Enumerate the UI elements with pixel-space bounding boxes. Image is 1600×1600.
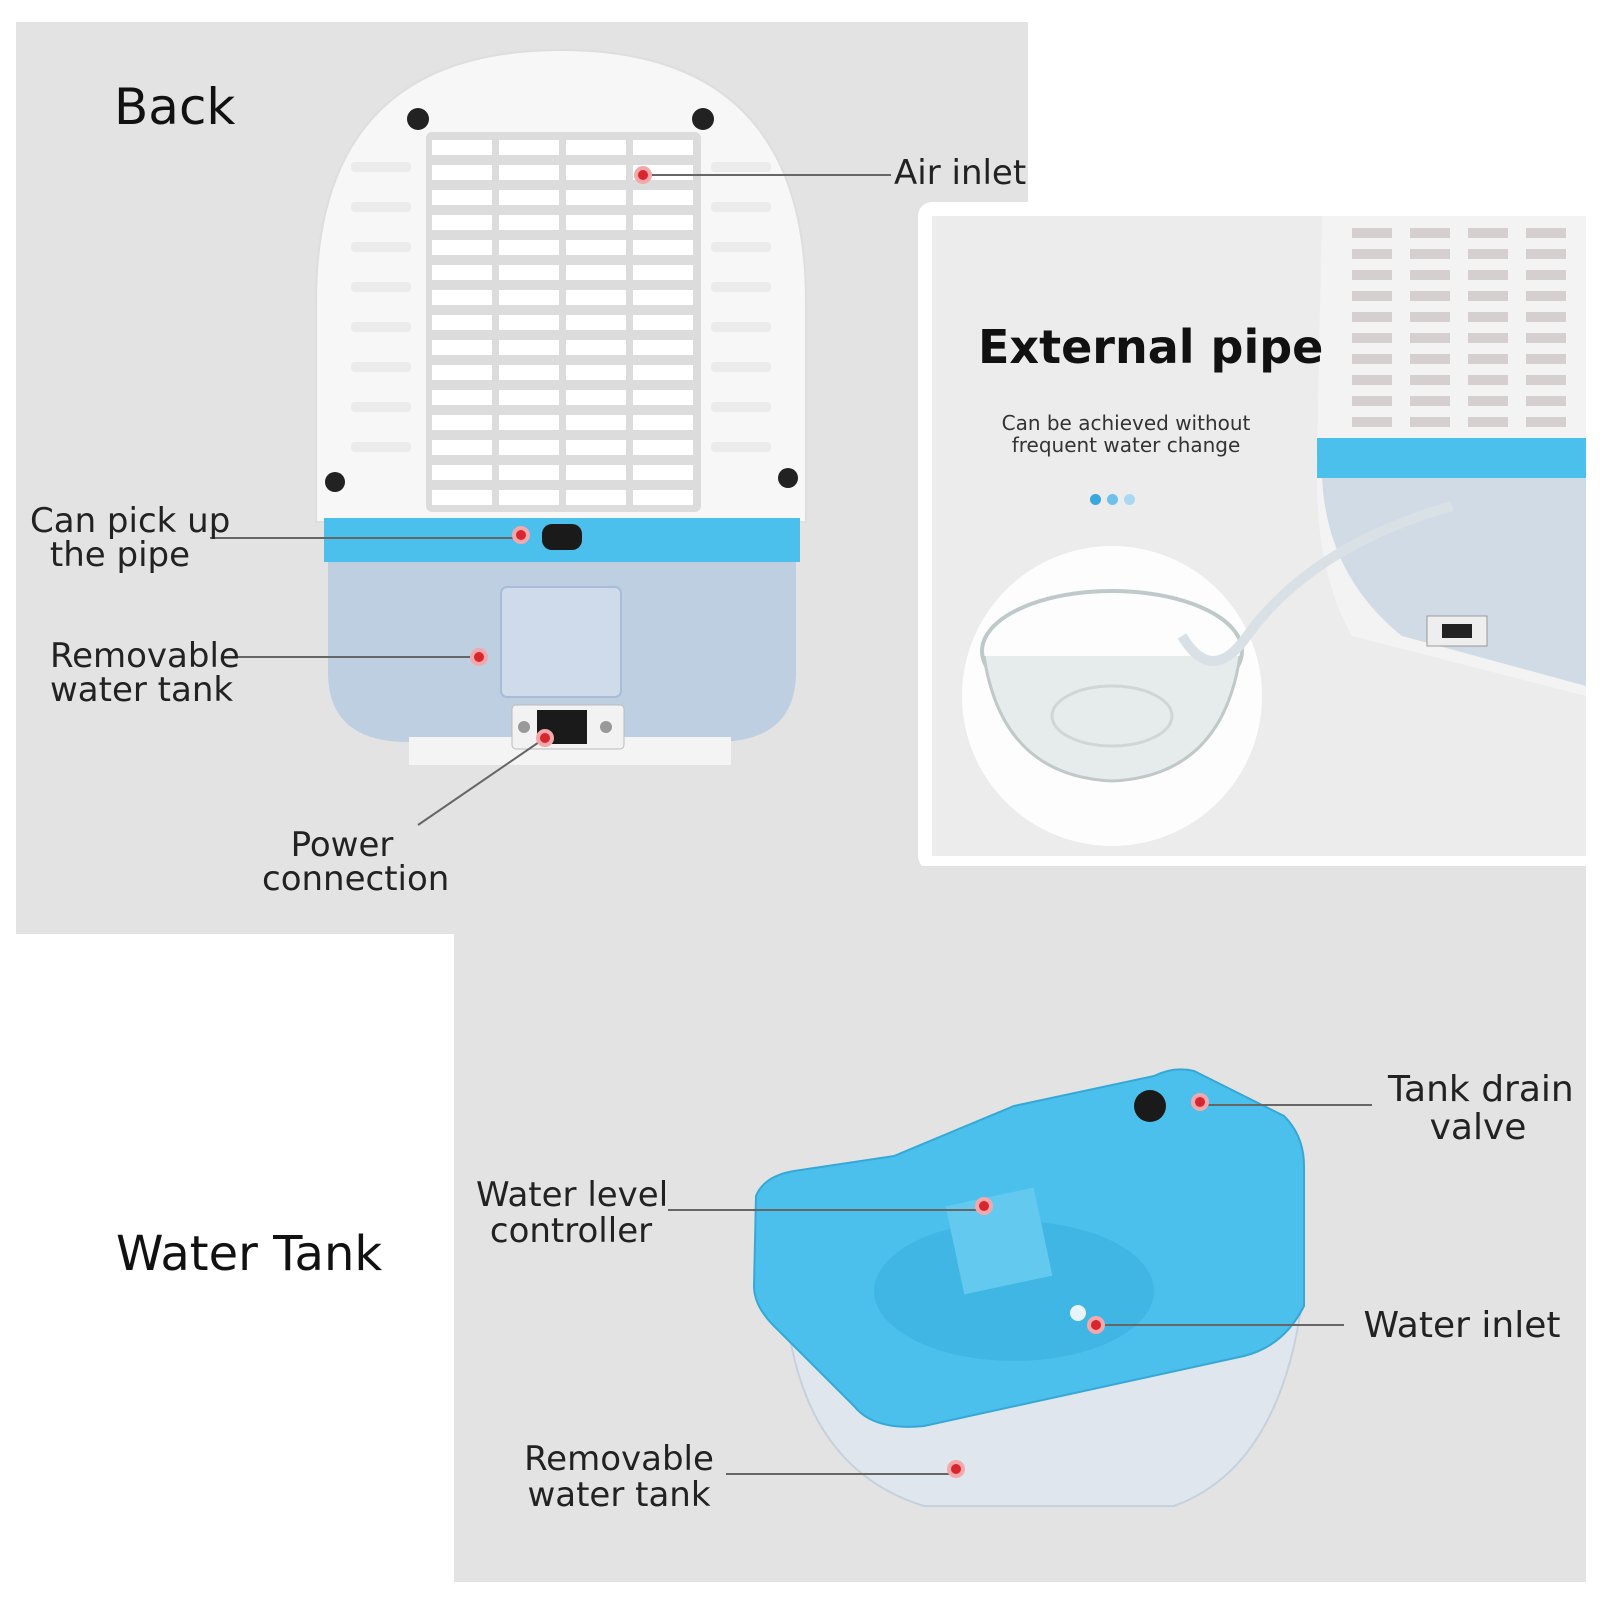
power-connection-label-line1: Power — [290, 825, 394, 865]
tank-drain-valve-label-line2: valve — [1429, 1107, 1527, 1148]
water-inlet-label: Water inlet — [1363, 1305, 1561, 1346]
pager-dots — [1090, 494, 1135, 505]
dehumidifier-back-illustration — [210, 48, 891, 826]
pipe-label-line2: the pipe — [49, 535, 191, 575]
back-view-panel: Back Air inlet Can pick up the pipe Remo… — [16, 22, 1028, 934]
pager-dot-3 — [1124, 494, 1135, 505]
pager-dot-1 — [1090, 494, 1101, 505]
power-connection-label-line2: connection — [262, 859, 450, 899]
water-tank-illustration — [668, 1068, 1372, 1507]
external-pipe-subtitle-line2: frequent water change — [1011, 433, 1241, 457]
tank-removable-label-line1: Removable — [524, 1439, 714, 1479]
external-pipe-subtitle-line1: Can be achieved without — [1001, 411, 1251, 435]
external-pipe-illustration — [962, 216, 1586, 846]
pager-dot-2 — [1107, 494, 1118, 505]
air-inlet-label: Air inlet — [894, 153, 1027, 193]
pipe-label-line1: Can pick up — [30, 501, 231, 541]
removable-tank-label-line1: Removable — [50, 636, 240, 676]
water-level-controller-label-line2: controller — [489, 1211, 653, 1251]
water-tank-panel: Tank drain valve Water level controller … — [454, 866, 1586, 1582]
water-level-controller-label-line1: Water level — [476, 1175, 669, 1215]
external-pipe-panel: External pipe Can be achieved without fr… — [918, 202, 1586, 870]
back-title: Back — [114, 78, 236, 136]
external-pipe-title: External pipe — [978, 320, 1324, 374]
water-tank-title: Water Tank — [116, 1226, 383, 1282]
external-pipe-card: External pipe Can be achieved without fr… — [932, 216, 1586, 856]
removable-tank-label-line2: water tank — [50, 670, 234, 710]
tank-removable-label-line2: water tank — [527, 1475, 711, 1515]
tank-drain-valve-label-line1: Tank drain — [1388, 1069, 1574, 1110]
